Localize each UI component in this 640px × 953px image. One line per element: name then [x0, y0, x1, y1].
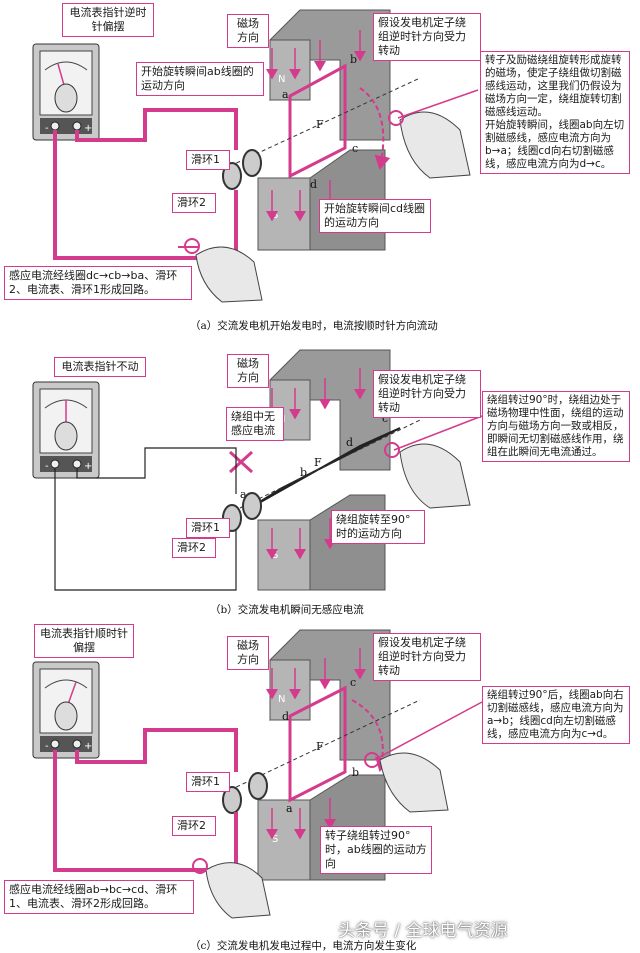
- after90-note-c: 转子绕组转过90°时，ab线圈的运动方向: [320, 826, 432, 874]
- ab-note-a: 开始旋转瞬间ab线圈的运动方向: [136, 62, 264, 96]
- ammeter-b: - +: [32, 381, 100, 479]
- cd-note-a: 开始旋转瞬间cd线圈的运动方向: [319, 199, 431, 233]
- terminal-plus-b: +: [84, 461, 92, 472]
- coil-letter-a: a: [282, 88, 289, 101]
- coil-letter-d: d: [310, 178, 317, 191]
- terminal-plus-c: +: [84, 741, 92, 752]
- wires-a: [53, 108, 238, 260]
- hand-icon-c2: [192, 858, 271, 919]
- hand-icon-a1: [388, 110, 471, 179]
- no-current-cross-icon: [228, 450, 254, 474]
- pole-n-c: N: [278, 694, 285, 705]
- coil-c-letter-a: a: [286, 802, 293, 815]
- watermark: 头条号 / 全球电气资源: [338, 921, 508, 941]
- slip-ring-2-label-c: 滑环2: [172, 816, 216, 836]
- no-current-note-b: 绕组中无感应电流: [226, 407, 284, 441]
- coil-letter-c: c: [352, 142, 358, 155]
- side-note-leader-a: [397, 89, 479, 119]
- force-letter-c: F: [316, 740, 324, 753]
- terminal-minus: -: [45, 123, 49, 134]
- field-label-b: 磁场方向: [227, 354, 269, 388]
- coil-c-letter-d: d: [282, 710, 289, 723]
- rotation-arrow-a: [359, 87, 391, 170]
- field-label-a: 磁场方向: [227, 14, 269, 48]
- slip-rings-b: [222, 492, 262, 532]
- meter-note-a: 电流表指针逆时针偏摆: [62, 3, 154, 37]
- loop-note-c: 感应电流经线圈ab→bc→cd、滑环1、电流表、滑环2形成回路。: [4, 880, 194, 914]
- pole-s-c: S: [272, 834, 278, 845]
- caption-a: （a）交流发电机开始发电时，电流按顺时针方向流动: [190, 320, 438, 332]
- side-note-a: 转子及励磁绕组旋转形成旋转的磁场，使定子绕组做切割磁感线运动，这里我们仍假设为磁…: [480, 51, 630, 174]
- magnet-north-b: N: [269, 349, 391, 471]
- stator-note-c: 假设发电机定子绕组逆时针方向受力转动: [373, 633, 481, 681]
- pole-n-a: N: [278, 74, 285, 85]
- slip-ring-2-label-a: 滑环2: [172, 193, 216, 213]
- coil-letter-b: b: [350, 53, 357, 66]
- side-note-c: 绕组转过90°后，线圈ab向右切割磁感线，感应电流方向为a→b；线圈cd向左切割…: [482, 686, 630, 744]
- side-note-leader-b: [393, 415, 483, 451]
- rot90-note-b: 绕组旋转至90°时的运动方向: [331, 510, 425, 544]
- field-arrows-b: [266, 368, 366, 560]
- coil-b: a b c d F: [228, 412, 421, 509]
- ammeter-a: - +: [32, 43, 100, 141]
- field-arrows-a: [266, 30, 366, 222]
- wires-c: [53, 728, 238, 872]
- side-note-leader-c: [373, 701, 483, 761]
- slip-ring-1-label-a: 滑环1: [186, 150, 230, 170]
- stator-note-a: 假设发电机定子绕组逆时针方向受力转动: [373, 13, 481, 61]
- hand-icon-b: [384, 442, 471, 509]
- terminal-minus-b: -: [45, 461, 49, 472]
- loop-note-a: 感应电流经线圈dc→cb→ba、滑环2、电流表、滑环1形成回路。: [4, 266, 192, 300]
- pole-s-a: S: [272, 210, 278, 221]
- side-note-b: 绕组转过90°时，绕组边处于磁场物理中性面，绕组的运动方向与磁场方向一致或相反，…: [482, 391, 630, 462]
- coil-b-letter-b: b: [300, 466, 307, 479]
- slip-ring-2-label-b: 滑环2: [172, 538, 216, 558]
- coil-b-letter-d: d: [346, 436, 353, 449]
- terminal-plus: +: [84, 123, 92, 134]
- force-letter-a: F: [316, 118, 324, 131]
- panel-b: - + N S a b c d F: [32, 349, 483, 591]
- hand-icon-c1: [364, 752, 449, 813]
- meter-note-c: 电流表指针顺时针偏摆: [34, 624, 134, 658]
- force-letter-b: F: [314, 456, 322, 469]
- field-arrows-c: [266, 648, 366, 840]
- terminal-minus-c: -: [45, 741, 49, 752]
- slip-ring-1-label-b: 滑环1: [186, 518, 230, 538]
- meter-note-b: 电流表指针不动: [54, 357, 146, 377]
- stator-note-b: 假设发电机定子绕组逆时针方向受力转动: [373, 370, 481, 418]
- coil-a: a b c d F: [229, 53, 421, 191]
- coil-c-letter-b: b: [352, 766, 359, 779]
- pole-s-b: S: [272, 550, 278, 561]
- hand-icon-a2: [184, 238, 263, 303]
- slip-ring-1-label-c: 滑环1: [186, 772, 230, 792]
- coil-b-letter-a: a: [240, 488, 247, 501]
- caption-b: （b）交流发电机瞬间无感应电流: [210, 604, 364, 616]
- panel-c: - + N S d c b a F: [32, 629, 483, 919]
- coil-c-letter-c: c: [350, 676, 356, 689]
- coil-b-letter-c: c: [382, 412, 388, 425]
- caption-c: （c）交流发电机发电过程中，电流方向发生变化: [190, 940, 417, 952]
- slip-rings-c: [222, 772, 268, 814]
- ammeter-c: - +: [32, 661, 100, 759]
- field-label-c: 磁场方向: [227, 636, 269, 670]
- panel-a: - + N S a b c: [32, 9, 479, 303]
- wires-b: [54, 447, 237, 591]
